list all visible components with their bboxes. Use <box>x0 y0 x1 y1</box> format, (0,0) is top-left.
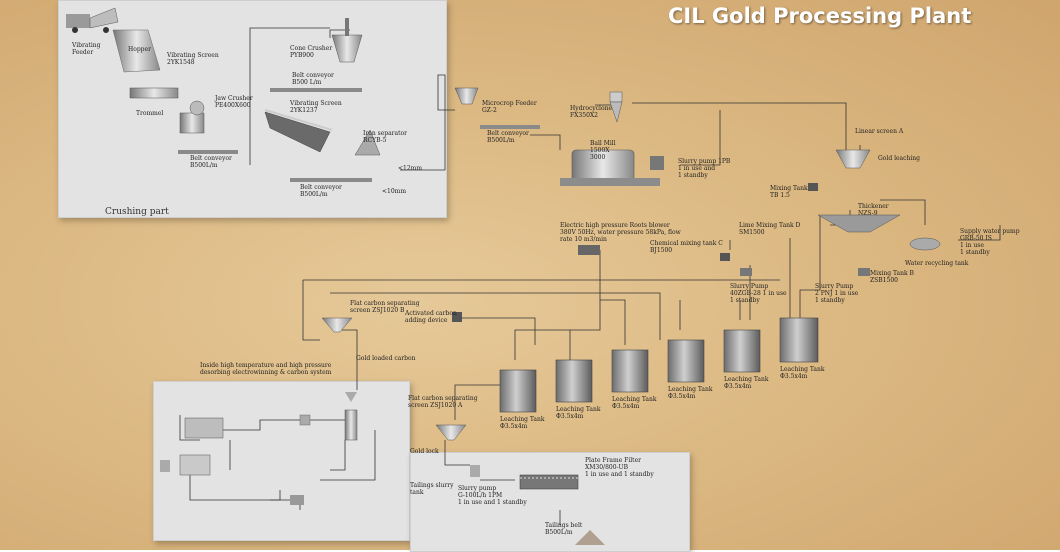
water-recycling-tank-icon <box>909 237 941 251</box>
label-slurry-pump-low: Slurry pump G-100L/h 1PM 1 in use and 1 … <box>458 485 527 506</box>
label-belt-conveyor-5: Belt conveyor B500L/m <box>487 130 529 144</box>
label-leach-1: Leaching Tank Φ3.5x4m <box>500 416 545 430</box>
iron-separator-icon <box>354 129 381 156</box>
label-slurry-pump-top: Slurry pump 1PB 1 in use and 1 standby <box>678 158 731 179</box>
label-leach-3: Leaching Tank Φ3.5x4m <box>612 396 657 410</box>
label-mixing-tank-top: Mixing Tank TB 1.5 <box>770 185 808 199</box>
label-ball-mill: Ball Mill 1500X 3000 <box>590 140 616 161</box>
label-tailings-belt: Tailings belt B500L/m <box>545 522 583 536</box>
label-desorption: Inside high temperature and high pressur… <box>200 362 332 376</box>
hydrocyclone-icon <box>609 91 623 123</box>
label-vibrating-feeder: Vibrating Feeder <box>72 42 101 56</box>
label-belt-conveyor-3: Belt conveyor B500L/m <box>300 184 342 198</box>
label-leach-4: Leaching Tank Φ3.5x4m <box>668 386 713 400</box>
label-chemical-mixing: Chemical mixing tank C BJ1500 <box>650 240 723 254</box>
label-lime-mixing-tank: Lime Mixing Tank D SM1500 <box>739 222 801 236</box>
filter-panel <box>410 452 690 552</box>
cone-crusher-icon <box>331 18 363 63</box>
label-iron-separator: Iron separator RCYB-5 <box>363 130 408 144</box>
label-slurry-pump-mid2: Slurry Pump 2 PNJ 1 in use 1 standby <box>815 283 859 304</box>
vibrating-feeder-icon <box>129 87 179 99</box>
label-belt-conveyor-1: Belt conveyor B500 L/m <box>292 72 334 86</box>
label-hopper: Hopper <box>128 46 151 53</box>
label-mixing-tank-right: Mixing Tank B ZSB1500 <box>870 270 914 284</box>
label-gold-lock: Gold lock <box>410 448 439 455</box>
label-belt-conveyor-2: Belt conveyor B500L/m <box>190 155 232 169</box>
label-vibrating-screen-top: Vibrating Screen 2YK1548 <box>167 52 219 66</box>
flat-screen-icon <box>321 317 467 441</box>
feeder-hopper-icon <box>454 87 479 105</box>
label-leach-6: Leaching Tank Φ3.5x4m <box>780 366 825 380</box>
label-pressure-blower: Electric high pressure Roots blower 380V… <box>560 222 681 243</box>
conveyor-icon <box>178 88 540 182</box>
label-jaw-crusher: Jaw Crusher PE400X600 <box>215 95 253 109</box>
leaching-tanks <box>499 317 819 413</box>
label-flat-screen: Flat carbon separating screen ZSJ1020 B <box>350 300 420 314</box>
desorption-equipment <box>160 392 358 505</box>
filter-equipment <box>470 465 605 545</box>
vibrating-screen-icon <box>264 109 333 153</box>
label-hydrocyclone: Hydrocyclone FX350X2 <box>570 105 612 119</box>
label-vibrating-screen-mid: Vibrating Screen 2YK1237 <box>290 100 342 114</box>
label-leach-2: Leaching Tank Φ3.5x4m <box>556 406 601 420</box>
label-mine-feeder: Microcrop Feeder GZ-2 <box>482 100 537 114</box>
label-size-12mm: <12mm <box>398 165 423 172</box>
pump-icons <box>452 183 870 322</box>
label-gold-leaching: Gold leaching <box>878 155 920 162</box>
hopper-icon <box>112 29 161 73</box>
label-cone-crusher: Cone Crusher PYB900 <box>290 45 333 59</box>
label-trommel: Trommel <box>136 110 164 117</box>
label-supply-water: Supply water pump GRB-50 IS 1 in use 1 s… <box>960 228 1020 256</box>
label-activated-carbon: Activated carbon adding device <box>405 310 457 324</box>
label-press-filter: Plate Frame Filter XM30/800-UB 1 in use … <box>585 457 654 478</box>
label-gold-loaded: Gold loaded carbon <box>356 355 416 362</box>
label-linear-screen: Linear screen A <box>855 128 904 135</box>
ball-mill-icon <box>560 149 664 186</box>
thickener-icon <box>817 149 901 233</box>
label-size-10mm: <10mm <box>382 188 407 195</box>
label-slurry-pump-mid: Slurry Pump 40ZGB-28 1 in use 1 standby <box>730 283 787 304</box>
pipe-lines <box>179 27 1001 525</box>
dump-truck-icon <box>66 7 119 33</box>
label-leach-5: Leaching Tank Φ3.5x4m <box>724 376 769 390</box>
section-crushing-label: Crushing part <box>105 207 169 217</box>
label-thickener: Thickener NZS-9 <box>858 203 889 217</box>
label-water-recycling: Water recycling tank <box>905 260 969 267</box>
page-title: CIL Gold Processing Plant <box>668 4 972 28</box>
label-flat-screen-low: Flat carbon separating screen ZSJ1020 A <box>408 395 478 409</box>
label-tailings-tank: Tailings slurry tank <box>410 482 454 496</box>
jaw-crusher-icon <box>179 100 205 134</box>
